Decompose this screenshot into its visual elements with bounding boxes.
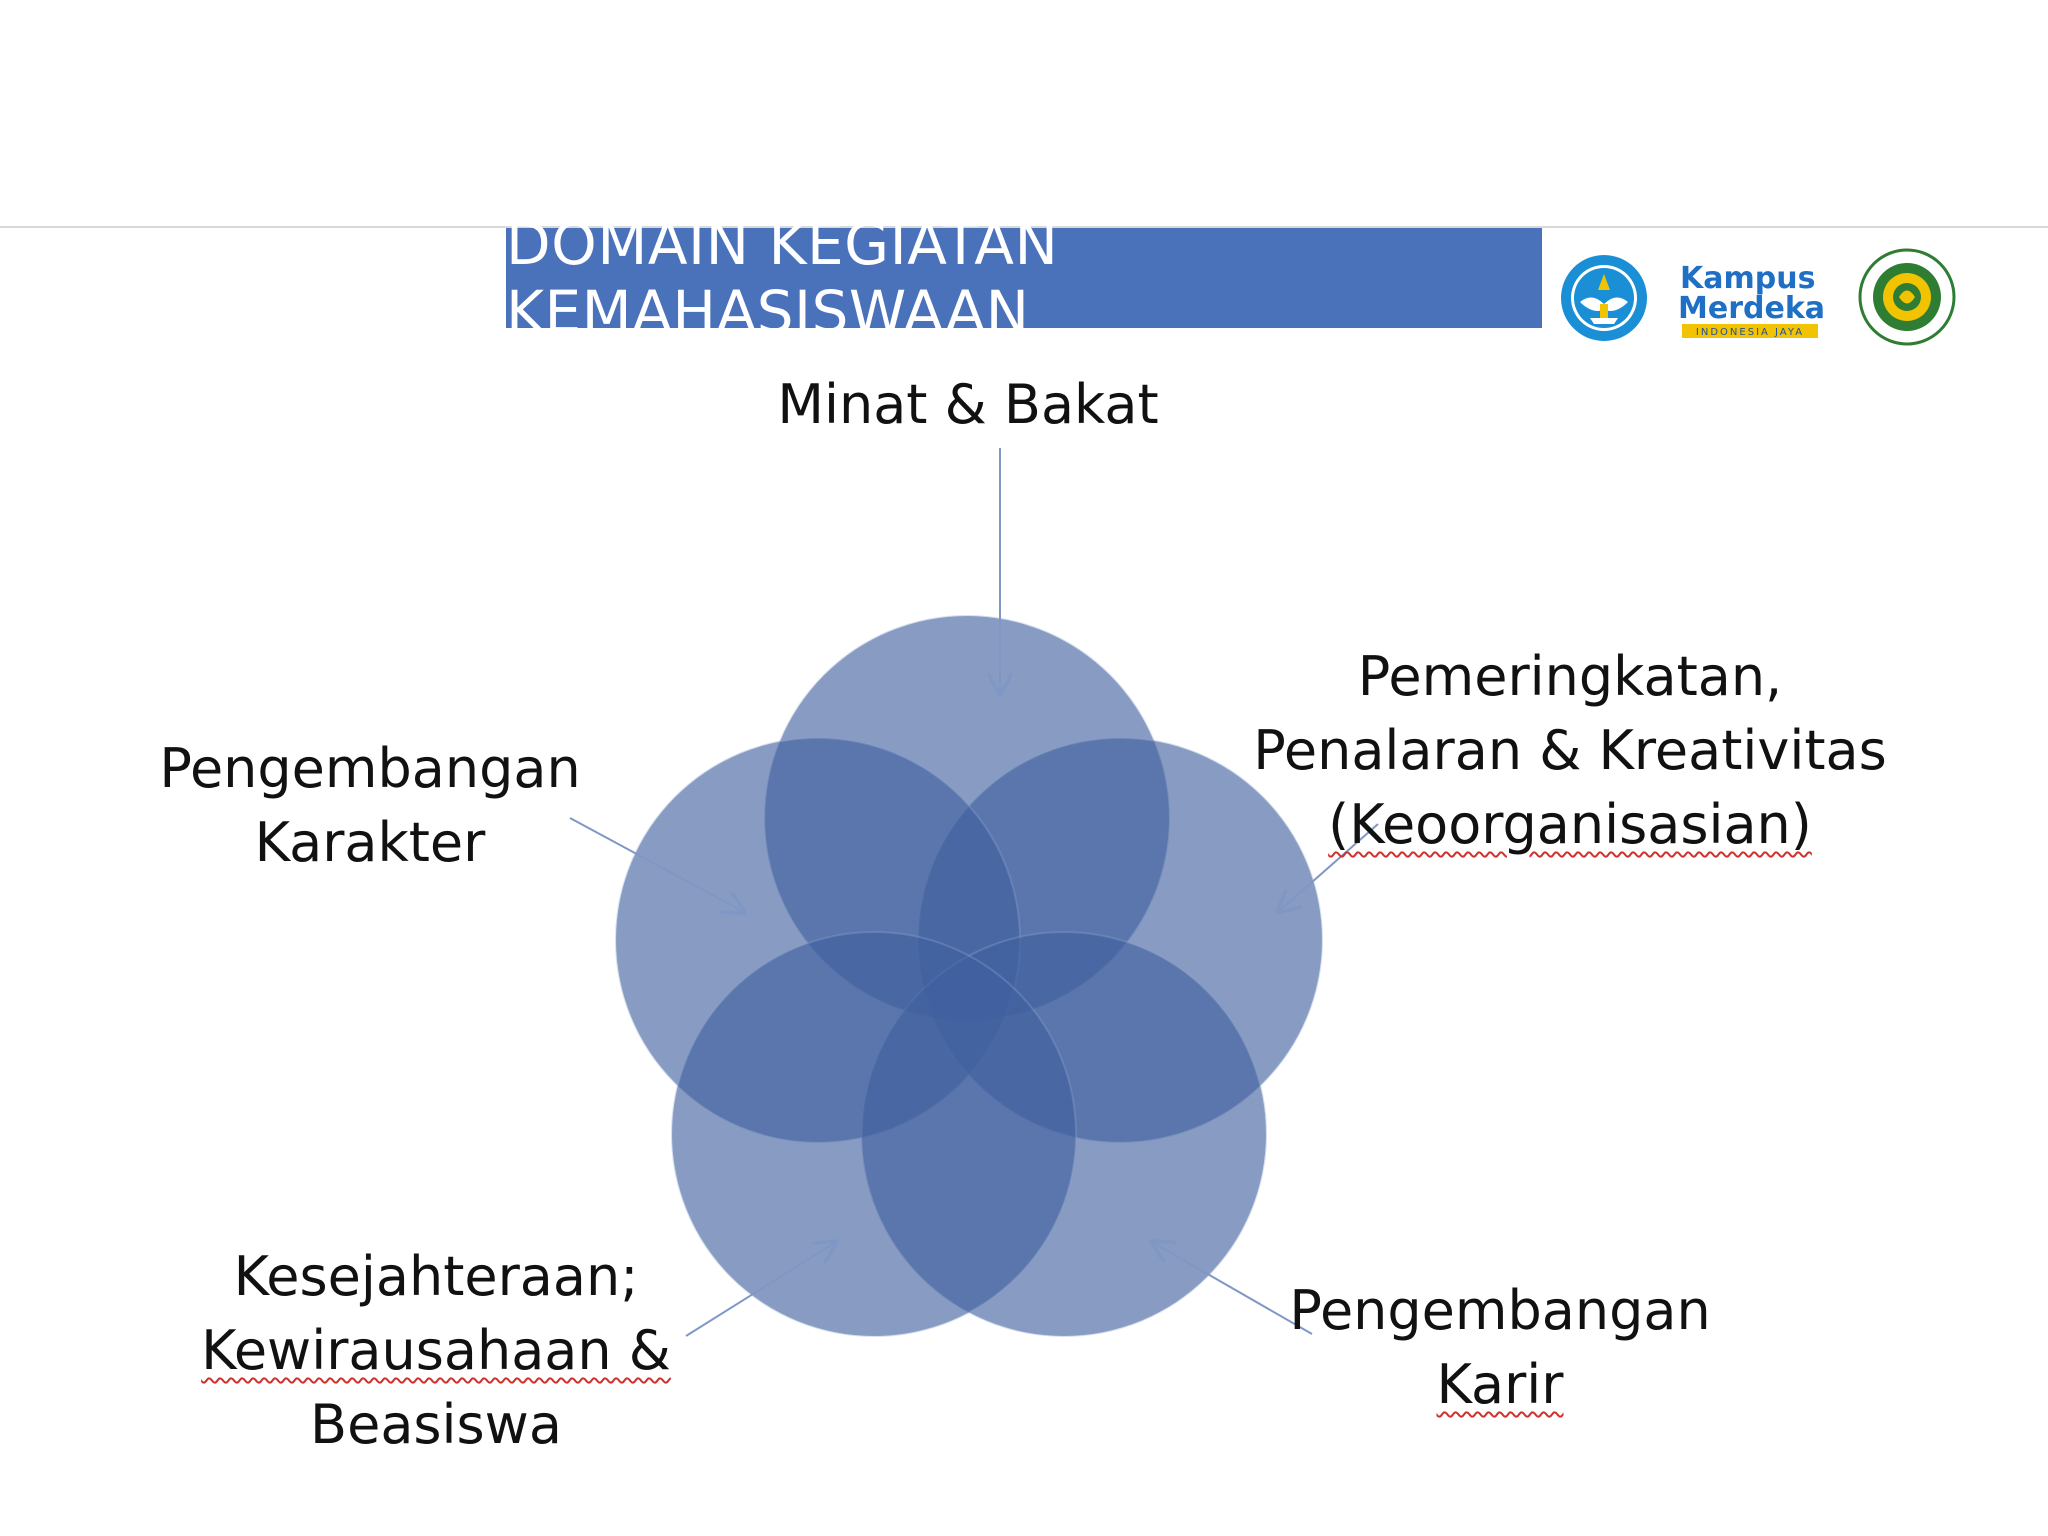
label-pengembangan-karakter-line2: Karakter [254,811,486,874]
label-kesejahteraan: Kesejahteraan; Kewirausahaan & Beasiswa [196,1240,676,1462]
label-pengembangan-karir: Pengembangan Karir [1280,1274,1720,1422]
label-pemeringkatan-line1: Pemeringkatan, [1357,645,1783,708]
arrow-pengembangan-karir [1152,1242,1313,1335]
label-pengembangan-karir-line2: Karir [1280,1348,1720,1422]
top-divider [0,226,2048,228]
label-pemeringkatan-line2: Penalaran & Kreativitas [1253,719,1887,782]
arrow-kesejahteraan [685,1242,836,1337]
universitas-sari-mulia-logo [1858,248,1956,346]
label-pemeringkatan: Pemeringkatan, Penalaran & Kreativitas (… [1250,640,1890,862]
arrow-pengembangan-karakter [569,817,744,912]
spellcheck-underlined-text: Karir [1436,1353,1564,1416]
label-pengembangan-karakter: Pengembangan Karakter [150,732,590,880]
slide-title: DOMAIN KEGIATAN KEMAHASISWAAN [506,210,1059,346]
label-minat-bakat-line1: Minat & Bakat [777,373,1159,436]
label-minat-bakat: Minat & Bakat [768,368,1168,442]
arrow-pemeringkatan [1278,823,1379,912]
spellcheck-underlined-text: (Keoorganisasian) [1328,793,1812,856]
svg-text:Merdeka: Merdeka [1678,291,1824,326]
title-banner: DOMAIN KEGIATAN KEMAHASISWAAN [506,210,1542,346]
kampus-merdeka-logo: Kampus Merdeka INDONESIA JAYA [1678,261,1824,338]
label-kesejahteraan-line1: Kesejahteraan; [233,1245,639,1308]
label-kesejahteraan-line2: Kewirausahaan & [196,1314,676,1388]
label-pengembangan-karir-line1: Pengembangan [1289,1279,1711,1342]
label-pengembangan-karakter-line1: Pengembangan [159,737,581,800]
circle-kesejahteraan [671,931,1077,1337]
svg-text:INDONESIA JAYA: INDONESIA JAYA [1696,327,1804,338]
svg-text:Kampus: Kampus [1680,261,1815,296]
tut-wuri-handayani-logo [1561,255,1647,341]
label-kesejahteraan-line3: Beasiswa [310,1393,562,1456]
label-pemeringkatan-line3: (Keoorganisasian) [1250,788,1890,862]
spellcheck-underlined-text: Kewirausahaan & [201,1319,671,1382]
